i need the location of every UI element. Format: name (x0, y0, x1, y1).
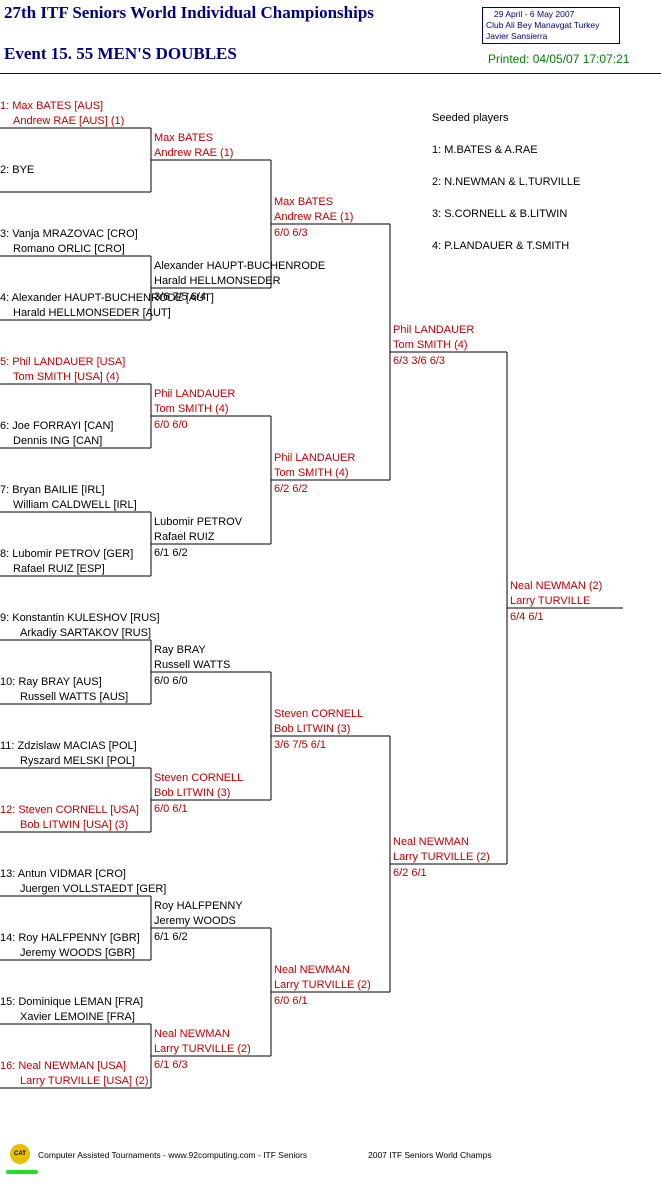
sf-score: 6/2 6/1 (393, 867, 427, 879)
draw-entry-line2: Rafael RUIZ [ESP] (13, 563, 105, 575)
sf-line2: Larry TURVILLE (2) (393, 851, 490, 863)
draw-entry-line1: 3: Vanja MRAZOVAC [CRO] (0, 228, 138, 240)
footer-event: 2007 ITF Seniors World Champs (368, 1150, 492, 1160)
qf-line1: Neal NEWMAN (274, 964, 350, 976)
draw-entry-line1: 7: Bryan BAILIE [IRL] (0, 484, 105, 496)
qf-line1: Max BATES (274, 196, 334, 208)
round2-line1: Neal NEWMAN (154, 1028, 230, 1040)
round2-line2: Jeremy WOODS (154, 915, 236, 927)
draw-entry-line1: 10: Ray BRAY [AUS] (0, 676, 102, 688)
round2-score: 6/1 6/2 (154, 931, 188, 943)
draw-entry-line2: Dennis ING [CAN] (13, 435, 103, 447)
header-divider (0, 73, 661, 74)
tournament-venue: Club Ali Bey Manavgat Turkey (486, 20, 600, 30)
qf-line2: Larry TURVILLE (2) (274, 979, 371, 991)
footer-credits: Computer Assisted Tournaments - www.92co… (38, 1150, 308, 1160)
sf-line1: Neal NEWMAN (393, 836, 469, 848)
draw-entry-line1: 5: Phil LANDAUER [USA] (0, 356, 126, 368)
qf-line1: Steven CORNELL (274, 708, 364, 720)
draw-entry-line1: 8: Lubomir PETROV [GER] (0, 548, 134, 560)
qf-line2: Bob LITWIN (3) (274, 723, 351, 735)
tournament-referee: Javier Sansierra (486, 31, 548, 41)
round2-score: 6/0 6/0 (154, 419, 188, 431)
draw-entry-line1: 6: Joe FORRAYI [CAN] (0, 420, 114, 432)
seeded-heading: Seeded players (432, 112, 509, 124)
round2-line2: Russell WATTS (154, 659, 231, 671)
event-title: Event 15. 55 MEN'S DOUBLES (4, 44, 237, 63)
seeded-entry: 1: M.BATES & A.RAE (432, 144, 538, 156)
draw-entry-line1: 13: Antun VIDMAR [CRO] (0, 868, 126, 880)
sf-score: 6/3 3/6 6/3 (393, 355, 445, 367)
seeded-entry: 2: N.NEWMAN & L.TURVILLE (432, 176, 581, 188)
round2-score: 6/0 6/1 (154, 803, 188, 815)
sf-line2: Tom SMITH (4) (393, 339, 468, 351)
round2-line1: Alexander HAUPT-BUCHENRODE (154, 260, 326, 272)
round2-score: 6/0 6/0 (154, 675, 188, 687)
round2-line1: Lubomir PETROV (154, 516, 243, 528)
round2-line2: Bob LITWIN (3) (154, 787, 231, 799)
round2-line1: Ray BRAY (154, 644, 206, 656)
draw-entry-line2: Ryszard MELSKI [POL] (20, 755, 135, 767)
draw-entry-line1: 14: Roy HALFPENNY [GBR] (0, 932, 140, 944)
round2-line2: Andrew RAE (1) (154, 147, 234, 159)
draw-entry-line1: 11: Zdzislaw MACIAS [POL] (0, 740, 137, 752)
qf-line2: Andrew RAE (1) (274, 211, 354, 223)
round2-line2: Larry TURVILLE (2) (154, 1043, 251, 1055)
seeded-entry: 3: S.CORNELL & B.LITWIN (432, 208, 568, 220)
draw-entry-line1: 12: Steven CORNELL [USA] (0, 804, 139, 816)
round2-line1: Phil LANDAUER (154, 388, 236, 400)
logo-underline (6, 1170, 38, 1174)
page-title: 27th ITF Seniors World Individual Champi… (4, 3, 374, 22)
draw-entry-line2: Larry TURVILLE [USA] (2) (20, 1075, 149, 1087)
round2-line2: Rafael RUIZ (154, 531, 215, 543)
draw-entry-line1: 1: Max BATES [AUS] (0, 100, 104, 112)
draw-entry-line2: Arkadiy SARTAKOV [RUS] (20, 627, 152, 639)
final-score: 6/4 6/1 (510, 611, 544, 623)
final-line1: Neal NEWMAN (2) (510, 580, 603, 592)
final-line2: Larry TURVILLE (510, 595, 591, 607)
tournament-dates: 29 April - 6 May 2007 (494, 9, 575, 19)
qf-line2: Tom SMITH (4) (274, 467, 349, 479)
draw-entry-line1: 2: BYE (0, 164, 35, 176)
qf-score: 6/0 6/3 (274, 227, 308, 239)
draw-entry-line2: William CALDWELL [IRL] (13, 499, 137, 511)
draw-entry-line2: Xavier LEMOINE [FRA] (20, 1011, 135, 1023)
draw-entry-line1: 16: Neal NEWMAN [USA] (0, 1060, 126, 1072)
qf-line1: Phil LANDAUER (274, 452, 356, 464)
round2-score: 6/1 6/3 (154, 1059, 188, 1071)
draw-entry-line2: Juergen VOLLSTAEDT [GER] (20, 883, 167, 895)
cat-logo: CAT (10, 1144, 30, 1164)
round2-line1: Max BATES (154, 132, 214, 144)
round2-line2: Harald HELLMONSEDER (154, 275, 281, 287)
draw-entry-line1: 15: Dominique LEMAN [FRA] (0, 996, 144, 1008)
qf-score: 6/2 6/2 (274, 483, 308, 495)
round2-line1: Roy HALFPENNY (154, 900, 243, 912)
sf-line1: Phil LANDAUER (393, 324, 475, 336)
draw-entry-line2: Romano ORLIC [CRO] (13, 243, 125, 255)
draw-entry-line2: Andrew RAE [AUS] (1) (13, 115, 125, 127)
seeded-entry: 4: P.LANDAUER & T.SMITH (432, 240, 570, 252)
printed-timestamp: Printed: 04/05/07 17:07:21 (488, 52, 630, 66)
draw-entry-line1: 4: Alexander HAUPT-BUCHENRODE [AUT] (0, 292, 214, 304)
round2-score: 3/6 7/5 6/4 (154, 291, 206, 303)
draw-entry-line2: Russell WATTS [AUS] (20, 691, 129, 703)
round2-line1: Steven CORNELL (154, 772, 244, 784)
round2-score: 6/1 6/2 (154, 547, 188, 559)
draw-entry-line2: Harald HELLMONSEDER [AUT] (13, 307, 171, 319)
draw-entry-line2: Bob LITWIN [USA] (3) (20, 819, 129, 831)
tournament-info-box: 29 April - 6 May 2007 Club Ali Bey Manav… (482, 7, 620, 44)
qf-score: 6/0 6/1 (274, 995, 308, 1007)
round2-line2: Tom SMITH (4) (154, 403, 229, 415)
qf-score: 3/6 7/5 6/1 (274, 739, 326, 751)
draw-entry-line2: Jeremy WOODS [GBR] (20, 947, 135, 959)
draw-entry-line1: 9: Konstantin KULESHOV [RUS] (0, 612, 160, 624)
draw-entry-line2: Tom SMITH [USA] (4) (13, 371, 120, 383)
